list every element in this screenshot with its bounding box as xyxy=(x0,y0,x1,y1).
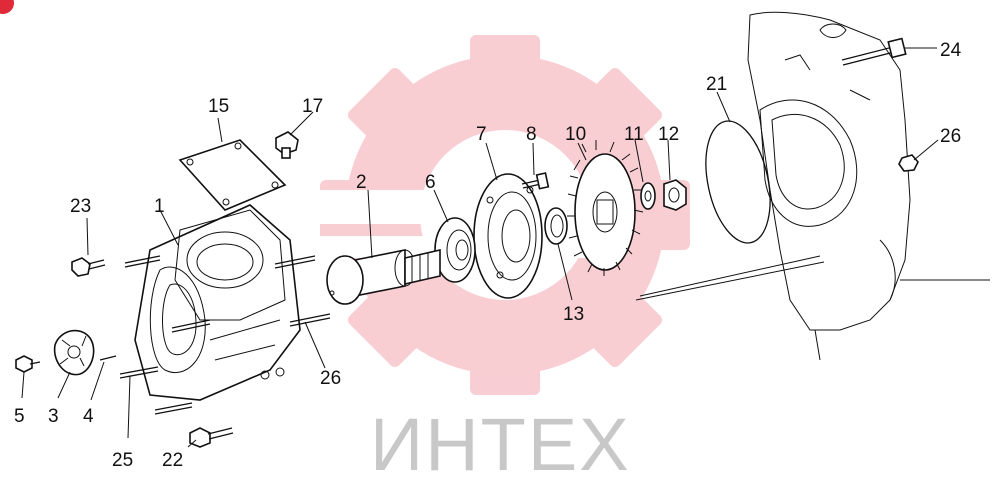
label-part-8: 8 xyxy=(526,124,537,145)
label-part-24: 24 xyxy=(940,40,962,61)
label-part-7: 7 xyxy=(476,124,487,145)
pump-housing xyxy=(134,204,301,401)
housing-studs xyxy=(119,255,331,415)
label-part-2: 2 xyxy=(356,172,367,193)
gear-nut xyxy=(663,179,687,211)
label-part-3: 3 xyxy=(48,406,59,427)
watermark-text: ИНТЕХ xyxy=(370,403,631,486)
label-part-26-left: 26 xyxy=(320,368,341,389)
label-part-5: 5 xyxy=(14,406,25,427)
pin xyxy=(99,355,117,361)
label-part-1: 1 xyxy=(154,196,165,217)
label-part-17: 17 xyxy=(302,96,323,117)
label-part-13: 13 xyxy=(563,304,584,325)
bottom-bolt xyxy=(189,427,234,448)
corner-badge xyxy=(0,0,14,14)
leader-lines xyxy=(21,47,939,448)
label-part-26-right: 26 xyxy=(940,126,961,147)
cover-nut xyxy=(898,154,919,172)
label-part-10: 10 xyxy=(565,124,586,145)
label-part-6: 6 xyxy=(425,172,436,193)
snap-ring xyxy=(544,207,568,245)
gear xyxy=(567,140,644,276)
bearing-housing xyxy=(473,173,543,299)
small-bolt xyxy=(521,172,550,190)
bearing xyxy=(434,217,476,283)
drain-plug xyxy=(275,131,299,159)
drive-shaft xyxy=(326,248,441,305)
o-ring xyxy=(705,120,771,244)
engine-cover xyxy=(635,11,990,361)
label-part-11: 11 xyxy=(624,124,644,145)
label-part-4: 4 xyxy=(83,406,94,427)
label-part-22: 22 xyxy=(162,450,183,471)
washer xyxy=(640,182,656,210)
label-part-15: 15 xyxy=(208,96,229,117)
gasket xyxy=(178,139,287,211)
long-bolt xyxy=(841,37,907,66)
label-part-25: 25 xyxy=(112,450,133,471)
label-part-21: 21 xyxy=(706,74,727,95)
housing-bolt xyxy=(71,257,106,277)
label-part-12: 12 xyxy=(658,124,679,145)
washer-hole xyxy=(644,190,652,202)
part-labels: 1 15 17 23 2 6 7 8 10 11 12 13 21 24 26 … xyxy=(14,40,962,471)
coupler xyxy=(53,329,95,376)
label-part-23: 23 xyxy=(70,196,91,217)
snap-ring-inner xyxy=(550,214,564,238)
coupler-bolt xyxy=(15,355,41,373)
